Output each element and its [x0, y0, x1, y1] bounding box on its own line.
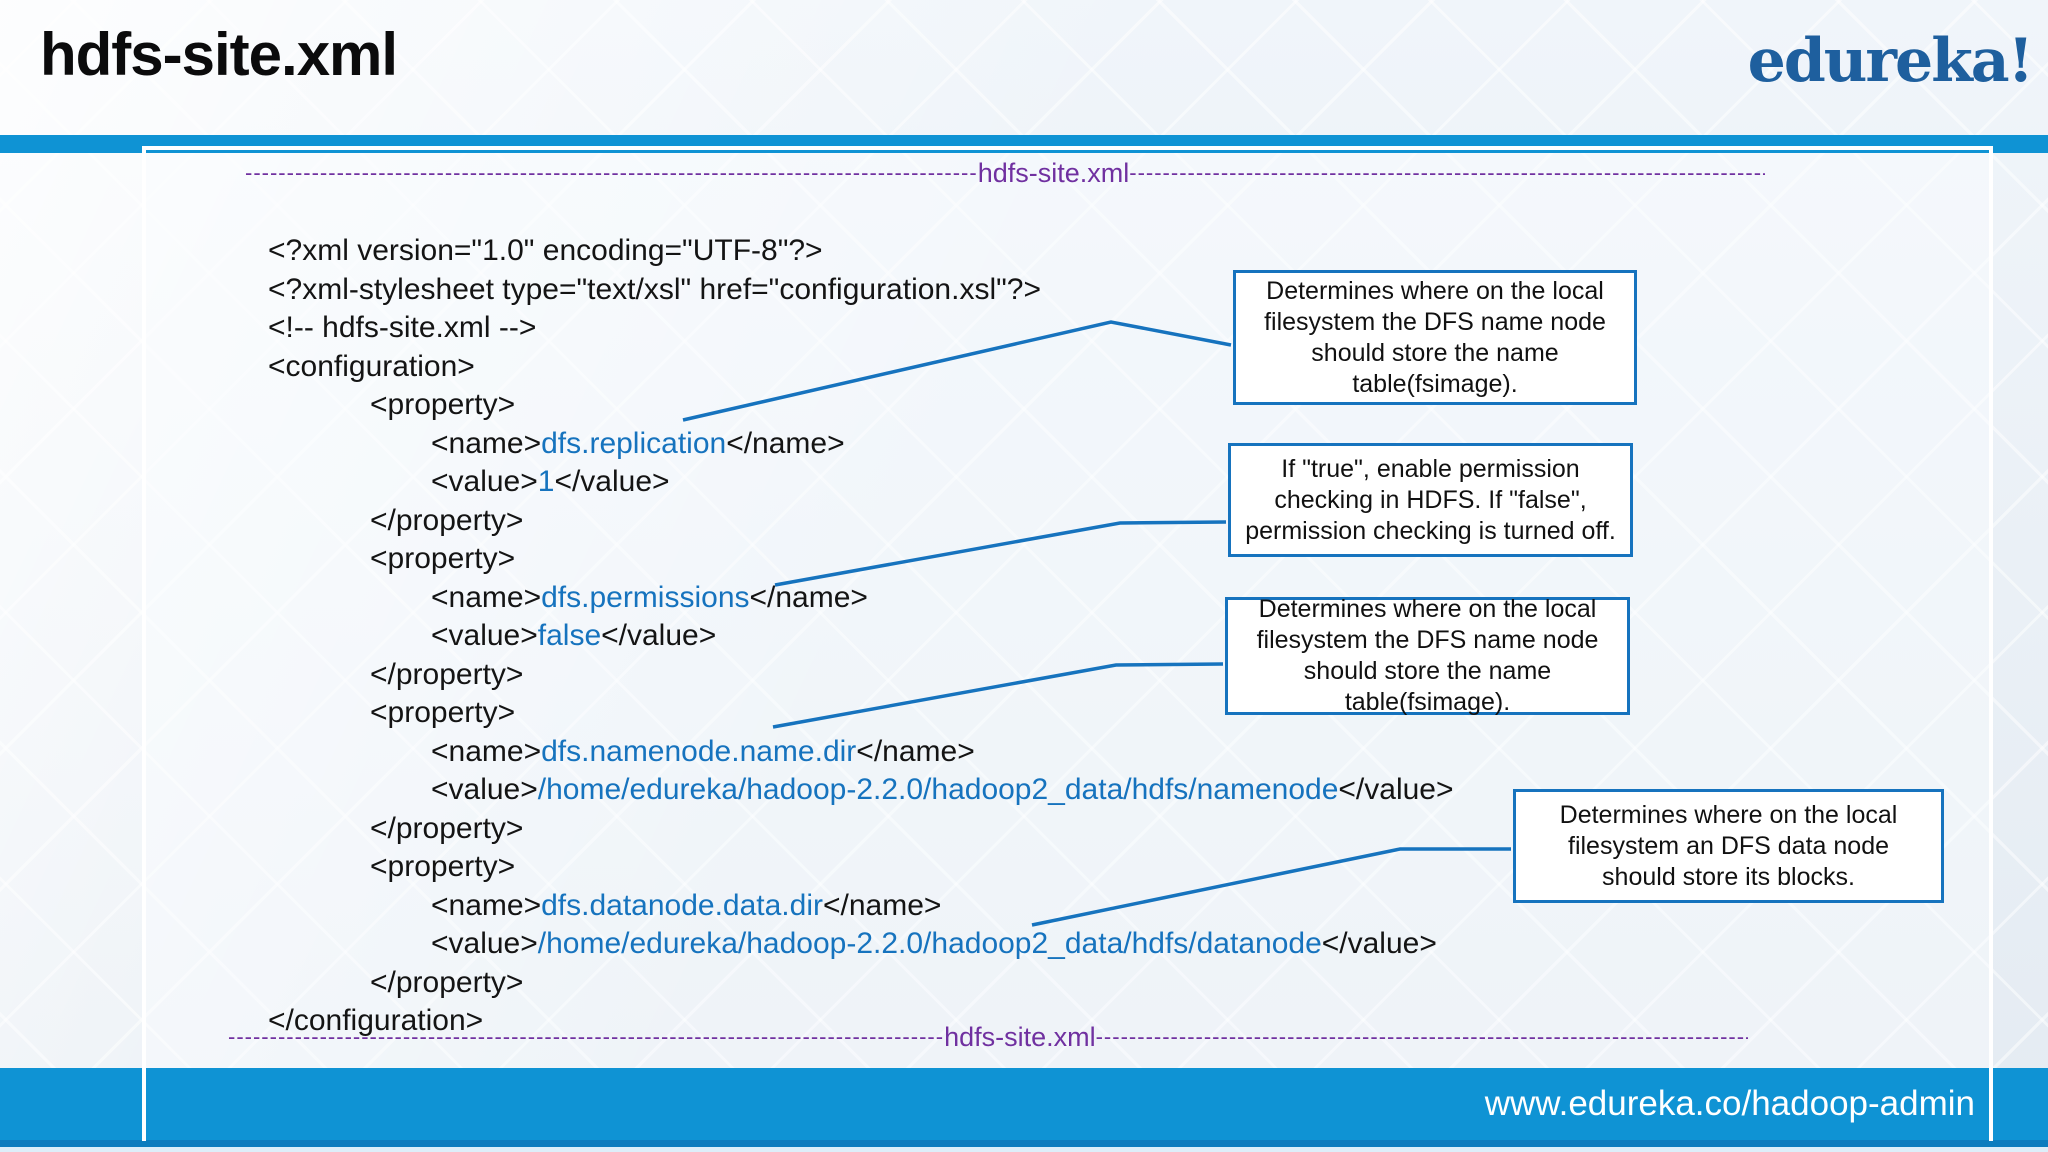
panel-border-right-extension — [1989, 1068, 1993, 1141]
footer-bar-light-strip — [0, 1147, 2048, 1152]
xml-tag-text: <property> — [370, 388, 516, 421]
code-line: </configuration> — [268, 1002, 1454, 1041]
code-line: <name>dfs.replication</name> — [268, 425, 1454, 464]
xml-tag-text: </name> — [822, 888, 942, 922]
xml-tag-text: </property> — [370, 657, 524, 691]
panel-border-left-extension — [142, 1068, 146, 1141]
callout-namenode: Determines where on the local filesystem… — [1225, 595, 1630, 716]
top-accent-bar-inner — [146, 150, 1989, 153]
footer-bar — [0, 1068, 2048, 1140]
xml-tag-text: <!-- hdfs-site.xml --> — [268, 311, 537, 344]
code-line: <name>dfs.permissions</name> — [268, 579, 1454, 618]
xml-tag-text: <value> — [431, 927, 538, 960]
code-line: <!-- hdfs-site.xml --> — [268, 309, 1454, 348]
xml-tag-text: </value> — [554, 465, 670, 498]
callout-text: Determines where on the local filesystem… — [1256, 595, 1599, 716]
xml-tag-text: <value> — [431, 619, 538, 652]
xml-tag-text: <?xml version="1.0" encoding="UTF-8"?> — [268, 234, 823, 267]
code-line: <?xml-stylesheet type="text/xsl" href="c… — [268, 271, 1454, 310]
xml-tag-text: </property> — [370, 965, 524, 999]
code-line: </property> — [268, 964, 1454, 1003]
xml-tag-text: </name> — [856, 734, 975, 768]
code-line: </property> — [268, 810, 1454, 849]
code-line: <property> — [268, 386, 1454, 425]
xml-value-text: dfs.replication — [541, 426, 727, 460]
xml-tag-text: <name> — [431, 734, 542, 768]
separator-label: hdfs-site.xml — [944, 1022, 1096, 1053]
code-line: <value>false</value> — [268, 617, 1454, 656]
xml-tag-text: <name> — [431, 580, 542, 614]
xml-code-block: <?xml version="1.0" encoding="UTF-8"?> <?… — [268, 232, 1454, 1041]
xml-value-text: dfs.datanode.data.dir — [541, 888, 823, 922]
xml-tag-text: </value> — [601, 619, 717, 652]
page-title: hdfs-site.xml — [40, 21, 398, 88]
code-line: <value>/home/edureka/hadoop-2.2.0/hadoop… — [268, 925, 1454, 964]
xml-tag-text: </value> — [1321, 927, 1437, 960]
code-line: <name>dfs.datanode.data.dir</name> — [268, 887, 1454, 926]
xml-tag-text: </property> — [370, 811, 524, 845]
code-line: </property> — [268, 656, 1454, 695]
xml-tag-text: </name> — [749, 580, 868, 614]
callout-permissions: If "true", enable permission checking in… — [1228, 443, 1633, 557]
separator-dashes-right: ----------------------------------------… — [1095, 1024, 1748, 1050]
xml-tag-text: </property> — [370, 503, 524, 537]
xml-tag-text: <property> — [370, 850, 516, 883]
code-line: <name>dfs.namenode.name.dir</name> — [268, 733, 1454, 772]
footer-url: www.edureka.co/hadoop-admin — [1484, 1084, 1975, 1123]
xml-value-text: dfs.namenode.name.dir — [541, 734, 857, 768]
callout-text: If "true", enable permission checking in… — [1245, 454, 1616, 545]
code-line: </property> — [268, 502, 1454, 541]
xml-tag-text: <property> — [370, 542, 516, 575]
xml-value-text: false — [537, 619, 602, 652]
separator-label: hdfs-site.xml — [977, 158, 1130, 189]
code-line: <property> — [268, 540, 1454, 579]
xml-tag-text: <name> — [431, 426, 542, 460]
code-line: <configuration> — [268, 348, 1454, 387]
xml-tag-text: <value> — [431, 465, 538, 498]
xml-tag-text: <configuration> — [268, 349, 475, 383]
xml-tag-text: </name> — [726, 426, 845, 460]
xml-tag-text: </value> — [1338, 773, 1454, 806]
xml-tag-text: <?xml-stylesheet type="text/xsl" href="c… — [268, 272, 1041, 306]
xml-value-text: 1 — [537, 465, 555, 498]
separator-dashes-right: ----------------------------------------… — [1129, 160, 1765, 186]
code-line: <property> — [268, 694, 1454, 733]
code-line: <property> — [268, 848, 1454, 887]
code-line: <value>/home/edureka/hadoop-2.2.0/hadoop… — [268, 771, 1454, 810]
footer-bar-dark-strip — [0, 1140, 2048, 1147]
callout-datanode: Determines where on the local filesystem… — [1513, 789, 1944, 903]
xml-tag-text: <property> — [370, 696, 516, 729]
edureka-logo: edureka! — [1747, 26, 2034, 96]
code-line: <?xml version="1.0" encoding="UTF-8"?> — [268, 232, 1454, 271]
callout-replication: Determines where on the local filesystem… — [1233, 270, 1637, 405]
xml-value-text: /home/edureka/hadoop-2.2.0/hadoop2_data/… — [537, 927, 1322, 960]
separator-top: ----------------------------------------… — [245, 154, 1765, 191]
callout-text: Determines where on the local filesystem… — [1559, 800, 1898, 891]
separator-bottom: ----------------------------------------… — [228, 1018, 1748, 1055]
xml-value-text: dfs.permissions — [541, 580, 750, 614]
separator-dashes-left: ----------------------------------------… — [245, 160, 978, 186]
xml-tag-text: </configuration> — [268, 1004, 484, 1037]
separator-dashes-left: ----------------------------------------… — [228, 1024, 945, 1050]
xml-tag-text: <value> — [431, 773, 538, 806]
code-line: <value>1</value> — [268, 463, 1454, 502]
xml-tag-text: <name> — [431, 888, 542, 922]
xml-value-text: /home/edureka/hadoop-2.2.0/hadoop2_data/… — [537, 773, 1339, 806]
callout-text: Determines where on the local filesystem… — [1264, 276, 1606, 398]
